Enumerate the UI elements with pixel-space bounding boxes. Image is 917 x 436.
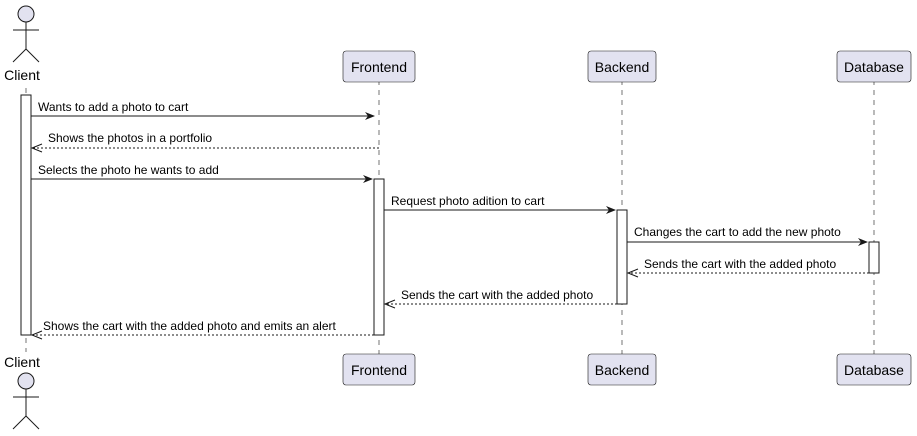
participant-label-frontend-bottom: Frontend (351, 362, 407, 378)
message-label: Sends the cart with the added photo (401, 288, 593, 302)
participants-top: Client Frontend Backend Database (4, 5, 912, 83)
message-label: Changes the cart to add the new photo (634, 225, 841, 239)
participant-label-database-bottom: Database (844, 362, 904, 378)
message-label: Wants to add a photo to cart (38, 100, 189, 114)
activation-client (20, 94, 32, 336)
participant-box-database-bottom: Database (836, 353, 912, 386)
participant-label-database-top: Database (844, 59, 904, 75)
message-label: Shows the photos in a portfolio (48, 131, 212, 145)
message-label: Sends the cart with the added photo (644, 257, 836, 271)
participants-bottom: Client Frontend Backend Database (4, 353, 912, 430)
message-3: Selects the photo he wants to add (31, 163, 373, 183)
actor-head-icon (17, 372, 35, 390)
message-label: Selects the photo he wants to add (38, 163, 219, 177)
participant-box-database-top: Database (836, 50, 912, 83)
message-5: Changes the cart to add the new photo (627, 225, 868, 246)
message-label: Shows the cart with the added photo and … (43, 319, 337, 333)
arrowhead-icon (858, 238, 868, 246)
arrowhead-icon (30, 330, 43, 340)
message-6: Sends the cart with the added photo (626, 257, 869, 278)
activation-backend (616, 209, 628, 305)
participant-label-client-bottom: Client (4, 354, 40, 370)
message-4: Request photo adition to cart (384, 194, 616, 214)
arrowhead-icon (606, 206, 616, 214)
participant-label-backend-bottom: Backend (595, 362, 649, 378)
actor-client-top: Client (4, 5, 40, 83)
message-7: Sends the cart with the added photo (383, 288, 617, 309)
message-label: Request photo adition to cart (391, 194, 545, 208)
participant-box-frontend-bottom: Frontend (342, 353, 416, 386)
message-8: Shows the cart with the added photo and … (30, 319, 374, 340)
participant-label-frontend-top: Frontend (351, 59, 407, 75)
arrowhead-icon (30, 143, 43, 153)
actor-client-bottom: Client (4, 354, 40, 430)
arrowhead-icon (365, 112, 375, 120)
arrowhead-icon (383, 299, 396, 309)
message-1: Wants to add a photo to cart (31, 100, 375, 120)
participant-label-client-top: Client (4, 67, 40, 83)
activation-frontend (373, 178, 385, 336)
activation-database (868, 241, 880, 274)
messages: Wants to add a photo to cart Shows the p… (30, 100, 869, 340)
arrowhead-icon (363, 175, 373, 183)
lifelines (25, 80, 875, 354)
participant-box-backend-bottom: Backend (587, 353, 657, 386)
participant-box-backend-top: Backend (587, 50, 657, 83)
activation-bars (20, 94, 880, 336)
actor-head-icon (17, 5, 35, 23)
arrowhead-icon (626, 268, 639, 278)
participant-label-backend-top: Backend (595, 59, 649, 75)
participant-box-frontend-top: Frontend (342, 50, 416, 83)
message-2: Shows the photos in a portfolio (30, 131, 379, 153)
